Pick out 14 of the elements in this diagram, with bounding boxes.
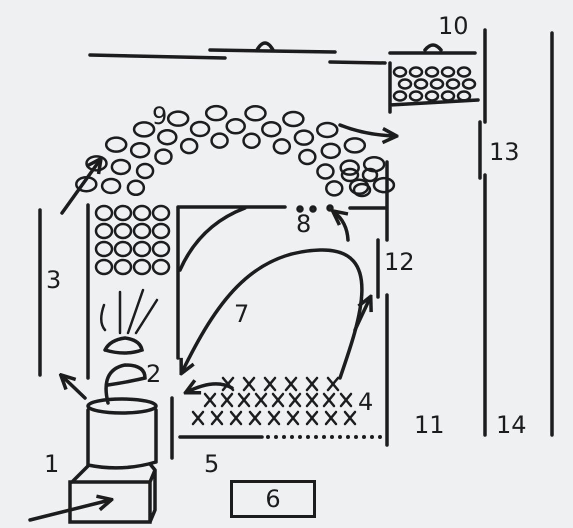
callout-number: 10 <box>438 14 469 38</box>
callout-number: 1 <box>44 452 60 476</box>
callout-number: 3 <box>46 268 62 292</box>
callout-number: 12 <box>384 250 415 274</box>
ash-pit-box: 6 <box>230 480 316 518</box>
callout-number: 14 <box>496 413 527 437</box>
callout-number: 7 <box>234 302 250 326</box>
callout-number: 8 <box>296 212 312 236</box>
callout-number: 4 <box>358 390 374 414</box>
callout-number: 9 <box>152 104 168 128</box>
callout-number: 2 <box>146 362 162 386</box>
callout-number: 11 <box>414 413 445 437</box>
callout-number: 5 <box>204 452 220 476</box>
callout-number: 13 <box>489 140 520 164</box>
